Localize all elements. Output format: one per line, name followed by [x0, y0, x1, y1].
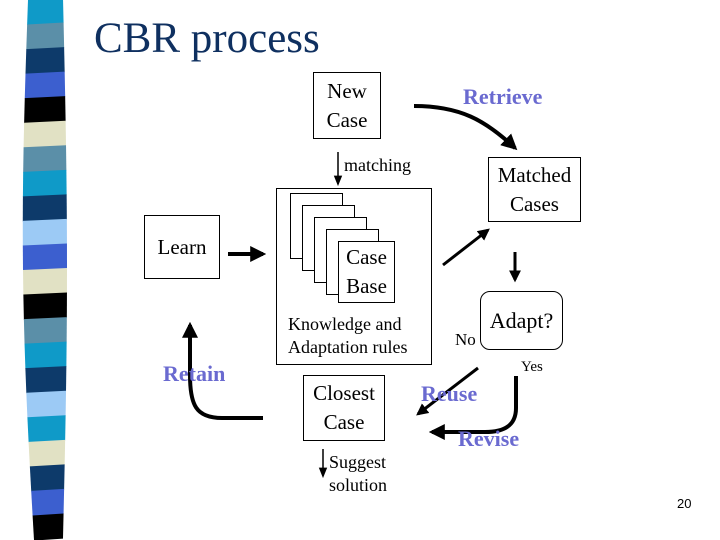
- stripe-segment: [31, 488, 65, 517]
- case-base-line2: Base: [346, 274, 387, 298]
- matched-cases-line1: Matched: [497, 162, 572, 187]
- stripe-segment: [23, 145, 67, 173]
- stripe-segment: [26, 22, 65, 50]
- suggest-line2: solution: [329, 475, 388, 495]
- stripe-segment: [25, 366, 67, 394]
- stripe-segment: [26, 390, 67, 418]
- stripe-segment: [23, 120, 67, 148]
- retrieve-label: Retrieve: [463, 84, 543, 109]
- case-base-box: Case Base: [338, 241, 395, 303]
- stripe-segment: [23, 317, 67, 345]
- stripe-segment: [27, 415, 66, 443]
- stripe-segment: [28, 439, 66, 467]
- stripe-segment: [22, 169, 67, 197]
- stripe-segment: [25, 47, 65, 75]
- stripe-segment: [32, 513, 64, 540]
- no-label: No: [455, 330, 476, 349]
- learn-box: Learn: [144, 215, 220, 279]
- stripe-segment: [24, 96, 66, 124]
- adapt-decision-box: Adapt?: [480, 291, 563, 350]
- adapt-label: Adapt?: [489, 308, 554, 333]
- decorative-stripe: [22, 0, 67, 540]
- page-number: 20: [677, 496, 692, 511]
- retrieve-arrow: [413, 104, 518, 151]
- revise-label: Revise: [458, 426, 520, 451]
- stripe-segment: [22, 218, 67, 247]
- knowledge-line1: Knowledge and: [288, 314, 402, 334]
- yes-label: Yes: [521, 359, 543, 375]
- knowledge-line2: Adaptation rules: [288, 337, 408, 357]
- new-case-line1: New: [327, 78, 367, 103]
- stripe-segment: [22, 243, 67, 271]
- stripe-segment: [27, 0, 64, 26]
- case-base-line1: Case: [346, 245, 387, 269]
- stripe-segment: [23, 268, 67, 296]
- matching-label: matching: [344, 155, 411, 175]
- stripe-segment: [23, 292, 67, 320]
- knowledge-label: Knowledge and Adaptation rules: [288, 313, 407, 359]
- matched-cases-box: Matched Cases: [488, 157, 581, 222]
- casebase-to-matched-arrow: [442, 228, 490, 267]
- retain-label: Retain: [163, 361, 226, 386]
- stripe-segment: [24, 71, 66, 99]
- matched-cases-line2: Cases: [509, 191, 559, 216]
- closest-case-line2: Case: [323, 410, 365, 434]
- new-case-line2: Case: [326, 107, 368, 132]
- closest-case-line1: Closest: [313, 381, 375, 405]
- reuse-label: Reuse: [421, 381, 478, 406]
- stripe-segment: [24, 341, 67, 369]
- slide-title: CBR process: [94, 15, 320, 62]
- new-case-box: New Case: [313, 72, 381, 139]
- suggest-line1: Suggest: [329, 452, 387, 472]
- suggest-solution-label: Suggest solution: [329, 451, 387, 497]
- stripe-segment: [29, 464, 65, 492]
- stripe-segment: [22, 194, 67, 222]
- learn-label: Learn: [157, 234, 207, 259]
- closest-case-box: Closest Case: [303, 375, 385, 441]
